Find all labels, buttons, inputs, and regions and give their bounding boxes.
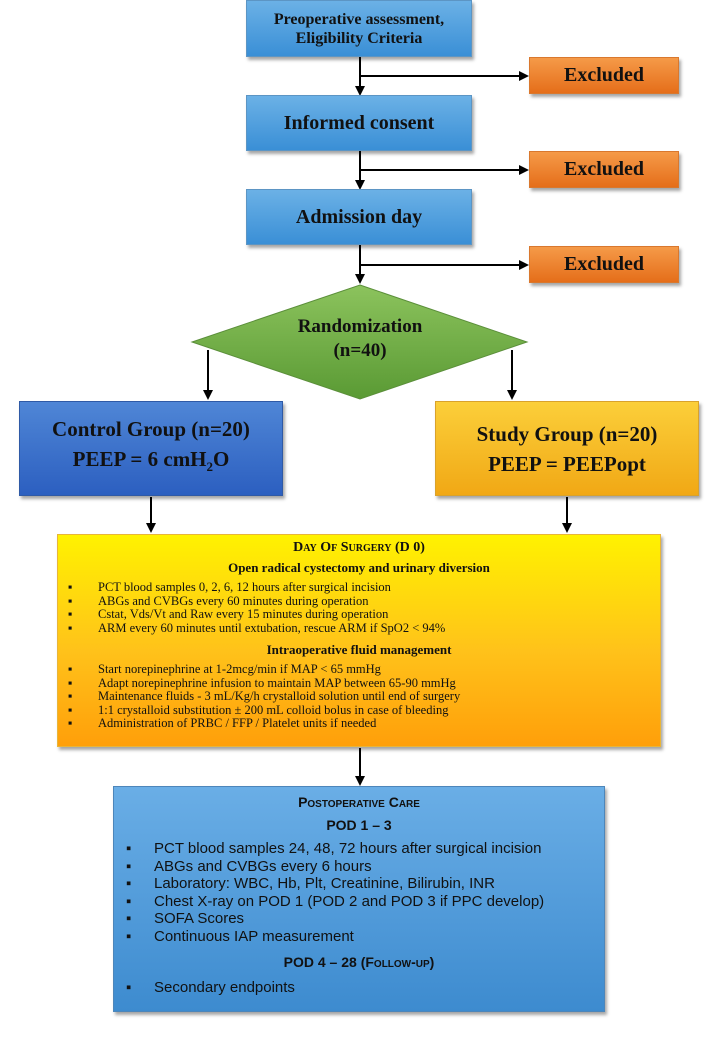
randomization-label: Randomization <box>297 316 423 337</box>
surgery-list-item: ▪ Start norepinephrine at 1-2mcg/min if M… <box>68 662 650 677</box>
surgery-list-item: ▪ Adapt norepinephrine infusion to mainta… <box>68 675 650 691</box>
study-group-title: Study Group (n=20) <box>476 421 658 446</box>
control-peep-subscript: 2 <box>206 459 214 475</box>
excluded-label-3: Excluded <box>563 253 645 275</box>
postoperative-care-box: Postoperative Care POD 1 – 3 ▪ PCT blood … <box>113 786 605 1012</box>
bullet-icon: ▪ <box>126 927 132 945</box>
admission-day-label: Admission day <box>295 205 423 228</box>
postop-list-item: ▪ Secondary endpoints <box>126 979 592 997</box>
admission-day-box: Admission day <box>246 189 472 245</box>
preop-assessment-label: Preoperative assessment, Eligibility Cri… <box>273 10 445 47</box>
postop-list-item-text: Laboratory: WBC, Hb, Plt, Creatinine, Bi… <box>154 875 495 892</box>
control-group-title: Control Group (n=20) <box>52 417 250 442</box>
postop-section2-list: ▪ Secondary endpoints <box>126 979 592 997</box>
control-peep-text: PEEP = 6 cmH <box>72 447 207 472</box>
surgery-list-item: ▪ Cstat, Vds/Vt and Raw every 15 minutes … <box>68 607 650 622</box>
postop-section1-title: POD 1 – 3 <box>326 817 392 833</box>
control-group-peep: PEEP = 6 cmH2O <box>73 444 230 482</box>
control-group-box: Control Group (n=20) PEEP = 6 cmH2O <box>19 401 283 496</box>
bullet-icon: ▪ <box>68 593 73 608</box>
day-of-surgery-box: Day Of Surgery (D 0) Open radical cystec… <box>57 534 661 747</box>
surgery-list-item: ▪ Administration of PRBC / FFP / Platelet… <box>68 716 650 731</box>
bullet-icon: ▪ <box>68 702 73 717</box>
surgery-list-item-text: 1:1 crystalloid substitution ± 200 mL co… <box>98 702 449 717</box>
postop-list-item-text: Secondary endpoints <box>154 979 295 996</box>
postop-list-item-text: Chest X-ray on POD 1 (POD 2 and POD 3 if… <box>154 892 545 910</box>
postop-title: Postoperative Care <box>298 794 420 810</box>
excluded-label-1: Excluded <box>563 64 645 86</box>
randomization-text: Randomization (n=40) <box>250 313 470 365</box>
surgery-list-item: ▪ ABGs and CVBGs every 60 minutes during … <box>68 593 650 609</box>
surgery-list-item-text: Adapt norepinephrine infusion to maintai… <box>98 675 456 690</box>
informed-consent-box: Informed consent <box>246 95 472 151</box>
randomization-count: (n=40) <box>333 340 387 361</box>
postop-list-item: ▪ Laboratory: WBC, Hb, Plt, Creatinine, B… <box>126 875 592 893</box>
surgery-section1-title: Open radical cystectomy and urinary dive… <box>228 560 490 575</box>
bullet-icon: ▪ <box>68 620 73 635</box>
bullet-icon: ▪ <box>68 662 73 676</box>
excluded-box-3: Excluded <box>529 246 679 283</box>
surgery-section2-list: ▪ Start norepinephrine at 1-2mcg/min if M… <box>68 662 650 731</box>
surgery-list-item-text: Maintenance fluids - 3 mL/Kg/h crystallo… <box>98 689 461 703</box>
surgery-list-item: ▪ PCT blood samples 0, 2, 6, 12 hours aft… <box>68 580 650 595</box>
surgery-list-item-text: Start norepinephrine at 1-2mcg/min if MA… <box>98 662 381 676</box>
bullet-icon: ▪ <box>68 580 73 594</box>
surgery-section1-list: ▪ PCT blood samples 0, 2, 6, 12 hours aft… <box>68 580 650 636</box>
surgery-list-item-text: ABGs and CVBGs every 60 minutes during o… <box>98 593 369 608</box>
postop-list-item-text: Continuous IAP measurement <box>154 927 354 945</box>
bullet-icon: ▪ <box>126 979 132 996</box>
excluded-box-1: Excluded <box>529 57 679 94</box>
postop-list-item-text: ABGs and CVBGs every 6 hours <box>154 857 372 875</box>
surgery-list-item: ▪ Maintenance fluids - 3 mL/Kg/h crystall… <box>68 689 650 704</box>
excluded-label-2: Excluded <box>563 158 645 180</box>
postop-section1-list: ▪ PCT blood samples 24, 48, 72 hours afte… <box>126 840 592 945</box>
randomization-diamond <box>190 284 529 400</box>
control-peep-suffix: O <box>213 447 230 472</box>
bullet-icon: ▪ <box>68 689 73 703</box>
bullet-icon: ▪ <box>126 857 132 875</box>
bullet-icon: ▪ <box>68 716 73 730</box>
bullet-icon: ▪ <box>126 875 132 892</box>
postop-list-item: ▪ Chest X-ray on POD 1 (POD 2 and POD 3 i… <box>126 893 592 911</box>
postop-list-item: ▪ SOFA Scores <box>126 910 592 928</box>
preop-assessment-box: Preoperative assessment, Eligibility Cri… <box>246 0 472 57</box>
surgery-list-item: ▪ ARM every 60 minutes until extubation, … <box>68 620 650 636</box>
informed-consent-label: Informed consent <box>283 111 435 134</box>
surgery-title: Day Of Surgery (D 0) <box>293 540 425 555</box>
surgery-list-item-text: PCT blood samples 0, 2, 6, 12 hours afte… <box>98 580 391 594</box>
study-group-peep: PEEP = PEEPopt <box>488 451 646 476</box>
postop-list-item: ▪ PCT blood samples 24, 48, 72 hours afte… <box>126 840 592 858</box>
postop-list-item-text: PCT blood samples 24, 48, 72 hours after… <box>154 840 542 857</box>
surgery-list-item-text: Cstat, Vds/Vt and Raw every 15 minutes d… <box>98 607 389 621</box>
excluded-box-2: Excluded <box>529 151 679 188</box>
postop-section2-title: POD 4 – 28 (Follow-up) <box>283 954 435 970</box>
surgery-list-item-text: Administration of PRBC / FFP / Platelet … <box>98 716 377 730</box>
postop-list-item: ▪ ABGs and CVBGs every 6 hours <box>126 858 592 876</box>
study-group-box: Study Group (n=20) PEEP = PEEPopt <box>435 401 699 496</box>
surgery-list-item: ▪ 1:1 crystalloid substitution ± 200 mL c… <box>68 702 650 718</box>
bullet-icon: ▪ <box>126 892 132 910</box>
surgery-section2-title: Intraoperative fluid management <box>266 642 452 657</box>
postop-list-item-text: SOFA Scores <box>154 910 245 927</box>
bullet-icon: ▪ <box>68 675 73 690</box>
postop-list-item: ▪ Continuous IAP measurement <box>126 928 592 946</box>
surgery-list-item-text: ARM every 60 minutes until extubation, r… <box>98 620 446 635</box>
bullet-icon: ▪ <box>126 840 132 857</box>
bullet-icon: ▪ <box>126 910 132 927</box>
bullet-icon: ▪ <box>68 607 73 621</box>
